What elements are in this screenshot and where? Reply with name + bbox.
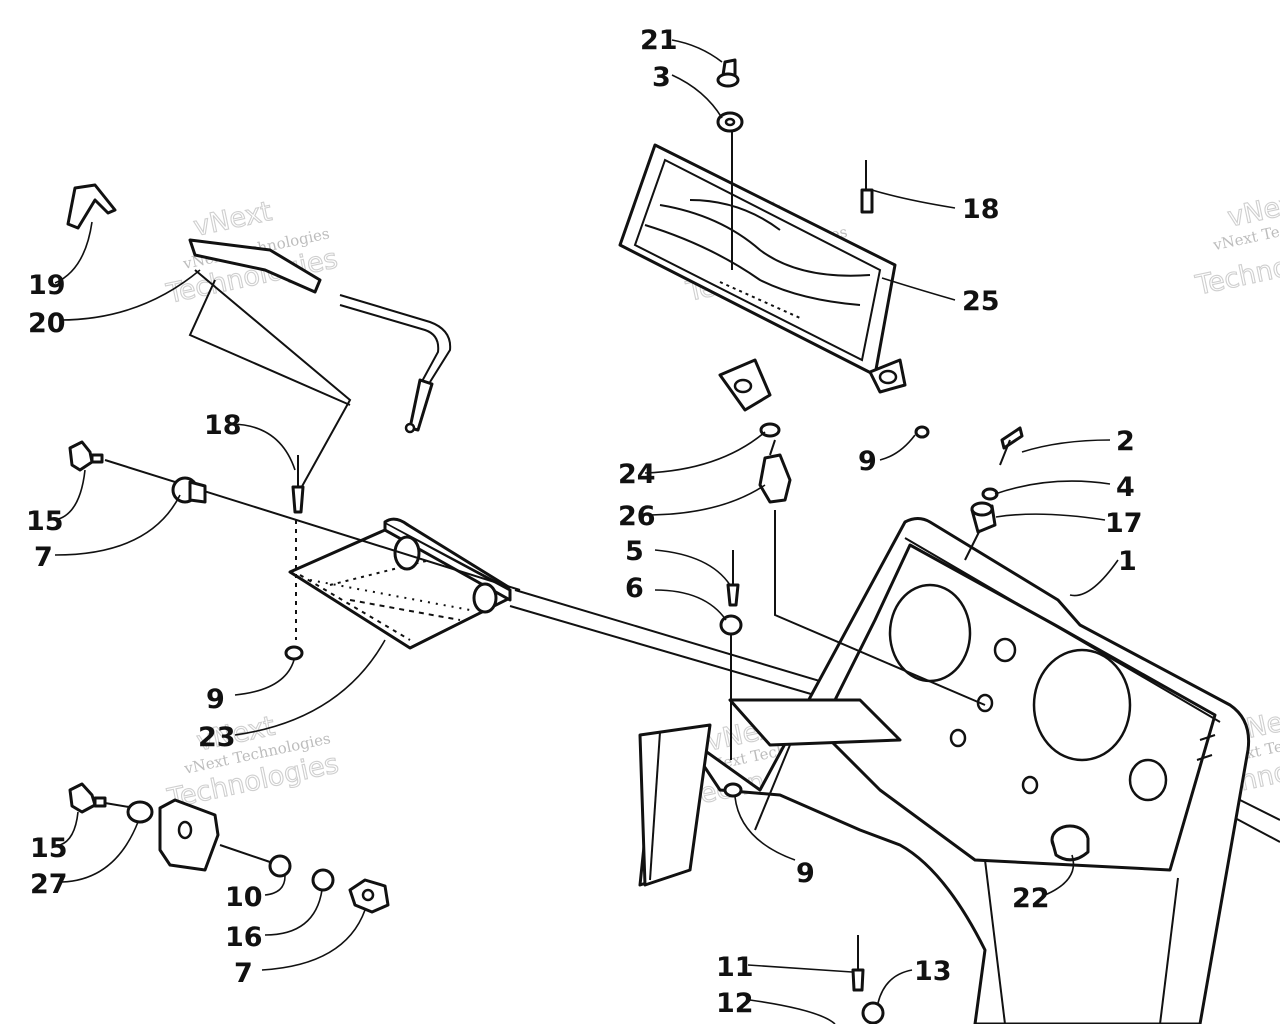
callout-12: 12: [716, 988, 754, 1019]
callout-23: 23: [198, 722, 236, 753]
callout-5: 5: [625, 536, 644, 567]
callout-2: 2: [1116, 426, 1135, 457]
callout-15: 15: [26, 506, 64, 537]
callout-9: 9: [206, 684, 225, 715]
callout-19: 19: [28, 270, 66, 301]
callout-9: 9: [858, 446, 877, 477]
control-plate: [288, 517, 512, 650]
number-plate: ​: [618, 143, 907, 412]
callout-10: 10: [225, 882, 263, 913]
watermark-top-right: vNext vNext Technologies Technologies: [1192, 186, 1280, 302]
leader-lines: [54, 39, 1119, 1024]
callout-11: 11: [716, 952, 754, 983]
callout-18: 18: [204, 410, 242, 441]
throttle-cable-assembly: [66, 183, 452, 491]
part-callouts: 21 3 18 25 19 20 18 9 2 24 4 26 17 15 7 …: [26, 25, 1143, 1019]
callout-18: 18: [962, 194, 1000, 225]
dashboard-panel: [509, 517, 1280, 1024]
callout-7: 7: [34, 542, 53, 573]
callout-13: 13: [914, 956, 952, 987]
callout-20: 20: [28, 308, 66, 339]
callout-6: 6: [625, 573, 644, 604]
callout-9: 9: [796, 858, 815, 889]
callout-15: 15: [30, 833, 68, 864]
callout-7: 7: [234, 958, 253, 989]
callout-4: 4: [1116, 472, 1135, 503]
callout-25: 25: [962, 286, 1000, 317]
callout-27: 27: [30, 869, 68, 900]
callout-17: 17: [1105, 508, 1143, 539]
callout-3: 3: [652, 62, 671, 93]
watermark-bottom-left: vNext vNext Technologies Technologies: [164, 710, 342, 815]
svg-text:vNext: vNext: [191, 196, 275, 243]
hardware-pieces: [68, 58, 1024, 1024]
callout-16: 16: [225, 922, 263, 953]
callout-21: 21: [640, 25, 678, 56]
callout-26: 26: [618, 501, 656, 532]
callout-1: 1: [1118, 546, 1137, 577]
callout-24: 24: [618, 459, 656, 490]
callout-22: 22: [1012, 883, 1050, 914]
